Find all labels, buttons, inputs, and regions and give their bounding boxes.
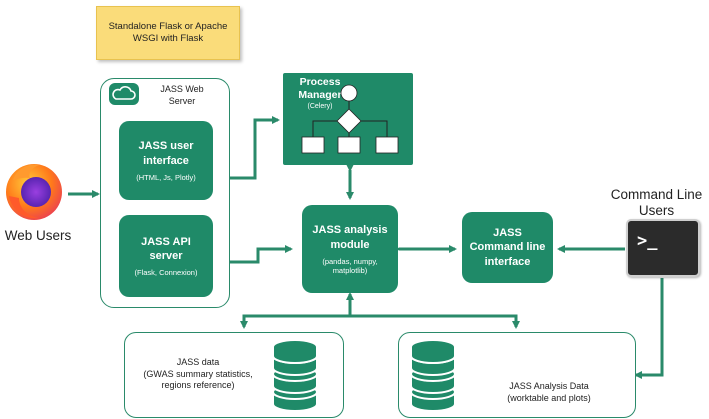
web-server-title: JASS Web Server (146, 84, 218, 107)
jass-api-server-box: JASS API server (Flask, Connexion) (119, 215, 213, 297)
web-server-line1: JASS Web (160, 84, 204, 94)
firefox-icon (3, 160, 65, 222)
jass-data-line2: (GWAS summary statistics, (143, 368, 253, 379)
ui-sub: (HTML, Js, Plotly) (136, 172, 196, 182)
pm-line1: Process (299, 76, 341, 88)
analysis-data-line1: JASS Analysis Data (509, 381, 589, 391)
arrow-analysis-to-analysisdata (350, 314, 520, 329)
arrow-server-to-pm (229, 116, 280, 180)
cloud-icon (108, 82, 140, 106)
cli-users-line1: Command Line (610, 187, 703, 202)
cli-line3: interface (484, 255, 531, 268)
analysis-data-label: JASS Analysis Data (worktable and plots) (474, 381, 624, 404)
terminal-icon: >_ (626, 219, 700, 277)
analysis-data-line2: (worktable and plots) (507, 392, 591, 403)
jass-user-interface-box: JASS user interface (HTML, Js, Plotly) (119, 121, 213, 200)
pm-line2: Manager (298, 88, 342, 101)
arrow-api-analysis (216, 245, 293, 266)
cli-line2: Command line (469, 241, 546, 254)
analysis-data-database-icon (410, 339, 456, 412)
command-line-users-label: Command Line Users (604, 187, 709, 218)
api-title2: server (149, 250, 183, 262)
analysis-sub2: matplotlib) (332, 265, 368, 275)
terminal-prompt: >_ (637, 231, 658, 251)
arrow-cliusers-to-analysisdata (634, 278, 664, 379)
arrow-analysis-to-jassdata (240, 314, 350, 329)
jass-analysis-module-box: JASS analysis module (pandas, numpy, mat… (302, 205, 398, 293)
analysis-line1: JASS analysis (312, 224, 388, 237)
deployment-note: Standalone Flask or Apache WSGI with Fla… (96, 6, 240, 60)
process-manager-title: Process Manager (292, 76, 348, 101)
web-users-label: Web Users (4, 228, 72, 243)
web-server-line2: Server (168, 95, 196, 106)
process-manager-sub: (Celery) (307, 103, 333, 110)
jass-data-database-icon (272, 339, 318, 412)
note-line1: Standalone Flask or Apache (108, 21, 228, 33)
analysis-sub1: (pandas, numpy, (322, 256, 378, 266)
cli-users-line2: Users (638, 202, 675, 218)
api-sub: (Flask, Connexion) (134, 268, 198, 278)
ui-title1: JASS user (138, 140, 194, 153)
analysis-line2: module (330, 238, 370, 251)
cli-line1: JASS (493, 227, 522, 240)
jass-data-line1: JASS data (176, 357, 220, 367)
flowchart-icon (301, 84, 399, 154)
jass-cli-box: JASS Command line interface (462, 212, 553, 283)
api-title1: JASS API (141, 235, 191, 248)
note-line2: WSGI with Flask (132, 33, 204, 44)
ui-title2: interface (143, 154, 189, 167)
jass-data-label: JASS data (GWAS summary statistics, regi… (127, 357, 269, 392)
jass-data-line3: regions reference) (161, 380, 235, 391)
